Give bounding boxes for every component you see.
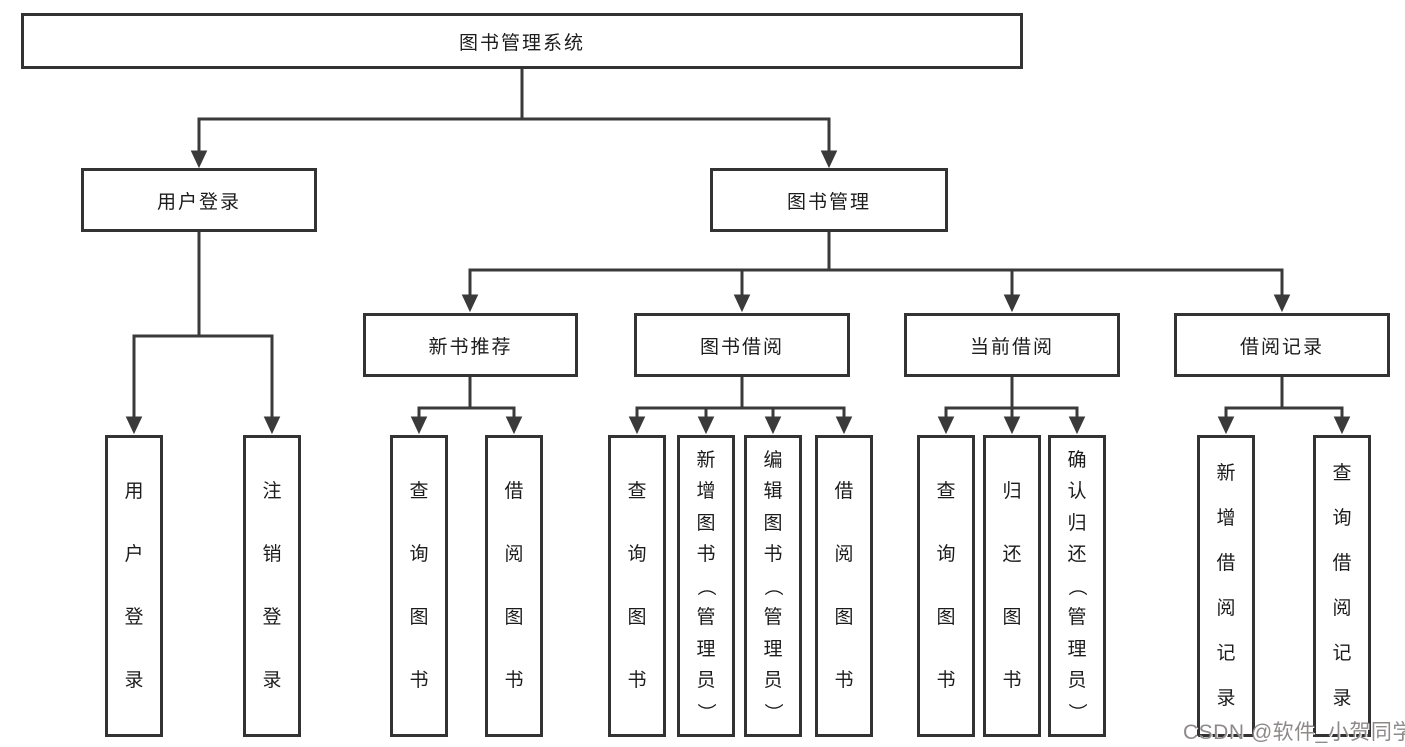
leaf-user-login-label: 用户登录 — [124, 481, 144, 691]
node-book-management-label: 图书管理 — [786, 191, 871, 213]
watermark: CSDN @软件_小贺同学 — [1183, 721, 1405, 744]
leaf-query-books-borrow: 查询图书 — [608, 435, 666, 737]
leaf-add-books-admin: 新增图书（管理员） — [677, 435, 735, 737]
node-library-system-label: 图书管理系统 — [458, 32, 585, 54]
node-book-borrow-label: 图书借阅 — [699, 336, 784, 358]
leaf-return-books: 归还图书 — [983, 435, 1041, 737]
leaf-borrow-books: 借阅图书 — [815, 435, 873, 737]
leaf-add-borrow-record: 新增借阅记录 — [1197, 435, 1255, 737]
leaf-query-books-current: 查询图书 — [917, 435, 975, 737]
leaf-confirm-return-admin-label: 确认归还（管理员） — [1066, 449, 1088, 722]
leaf-add-borrow-record-label: 新增借阅记录 — [1216, 463, 1236, 709]
node-user-login: 用户登录 — [81, 168, 317, 232]
leaf-query-books-recommend: 查询图书 — [390, 435, 448, 737]
leaf-user-login: 用户登录 — [105, 435, 163, 737]
node-library-system: 图书管理系统 — [21, 13, 1023, 69]
leaf-query-books-borrow-label: 查询图书 — [627, 481, 647, 691]
leaf-query-borrow-record: 查询借阅记录 — [1313, 435, 1371, 737]
node-book-borrow: 图书借阅 — [634, 313, 850, 377]
leaf-query-books-recommend-label: 查询图书 — [409, 481, 429, 691]
leaf-confirm-return-admin: 确认归还（管理员） — [1048, 435, 1106, 737]
node-current-borrow: 当前借阅 — [904, 313, 1120, 377]
node-borrow-records-label: 借阅记录 — [1239, 336, 1324, 358]
node-borrow-records: 借阅记录 — [1174, 313, 1390, 377]
leaf-query-borrow-record-label: 查询借阅记录 — [1332, 463, 1352, 709]
node-new-book-recommend-label: 新书推荐 — [428, 336, 513, 358]
leaf-edit-books-admin: 编辑图书（管理员） — [744, 435, 802, 737]
leaf-return-books-label: 归还图书 — [1002, 481, 1022, 691]
node-book-management: 图书管理 — [710, 168, 948, 232]
leaf-add-books-admin-label: 新增图书（管理员） — [695, 449, 717, 722]
leaf-edit-books-admin-label: 编辑图书（管理员） — [762, 449, 784, 722]
leaf-borrow-books-label: 借阅图书 — [834, 481, 854, 691]
leaf-query-books-current-label: 查询图书 — [936, 481, 956, 691]
leaf-logout: 注销登录 — [243, 435, 301, 737]
leaf-borrow-books-recommend: 借阅图书 — [485, 435, 543, 737]
node-new-book-recommend: 新书推荐 — [363, 313, 578, 377]
node-user-login-label: 用户登录 — [156, 191, 241, 213]
leaf-logout-label: 注销登录 — [262, 481, 282, 691]
leaf-borrow-books-recommend-label: 借阅图书 — [504, 481, 524, 691]
node-current-borrow-label: 当前借阅 — [969, 336, 1054, 358]
